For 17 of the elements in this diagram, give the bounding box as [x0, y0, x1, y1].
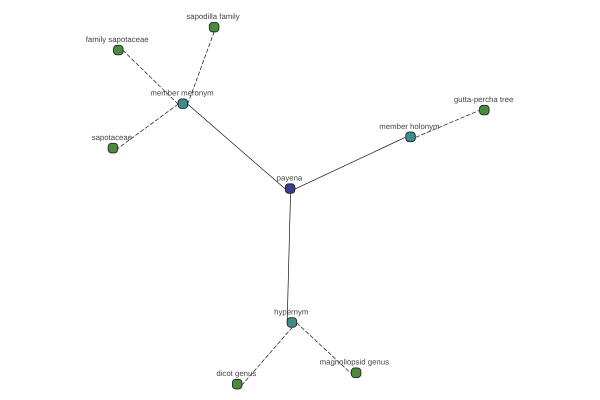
- connector: [415, 110, 480, 138]
- node-label: payena: [276, 174, 302, 183]
- node-label: magnoliopsid genus: [320, 358, 390, 367]
- connector: [296, 322, 352, 374]
- node-label: family sapotaceae: [86, 34, 149, 44]
- connector: [242, 326, 293, 385]
- connector: [187, 104, 286, 190]
- connector: [122, 50, 178, 104]
- node-label: member meronym: [150, 88, 214, 98]
- connector: [294, 136, 406, 190]
- node-label: sapotaceae: [92, 133, 132, 142]
- connector: [117, 104, 178, 149]
- node-label: member holonym: [379, 122, 440, 131]
- node-label: gutta-percha tree: [454, 94, 514, 104]
- connector: [187, 32, 214, 104]
- node-label: sapodilla family: [186, 12, 240, 22]
- node-label: dicot genus: [216, 369, 256, 378]
